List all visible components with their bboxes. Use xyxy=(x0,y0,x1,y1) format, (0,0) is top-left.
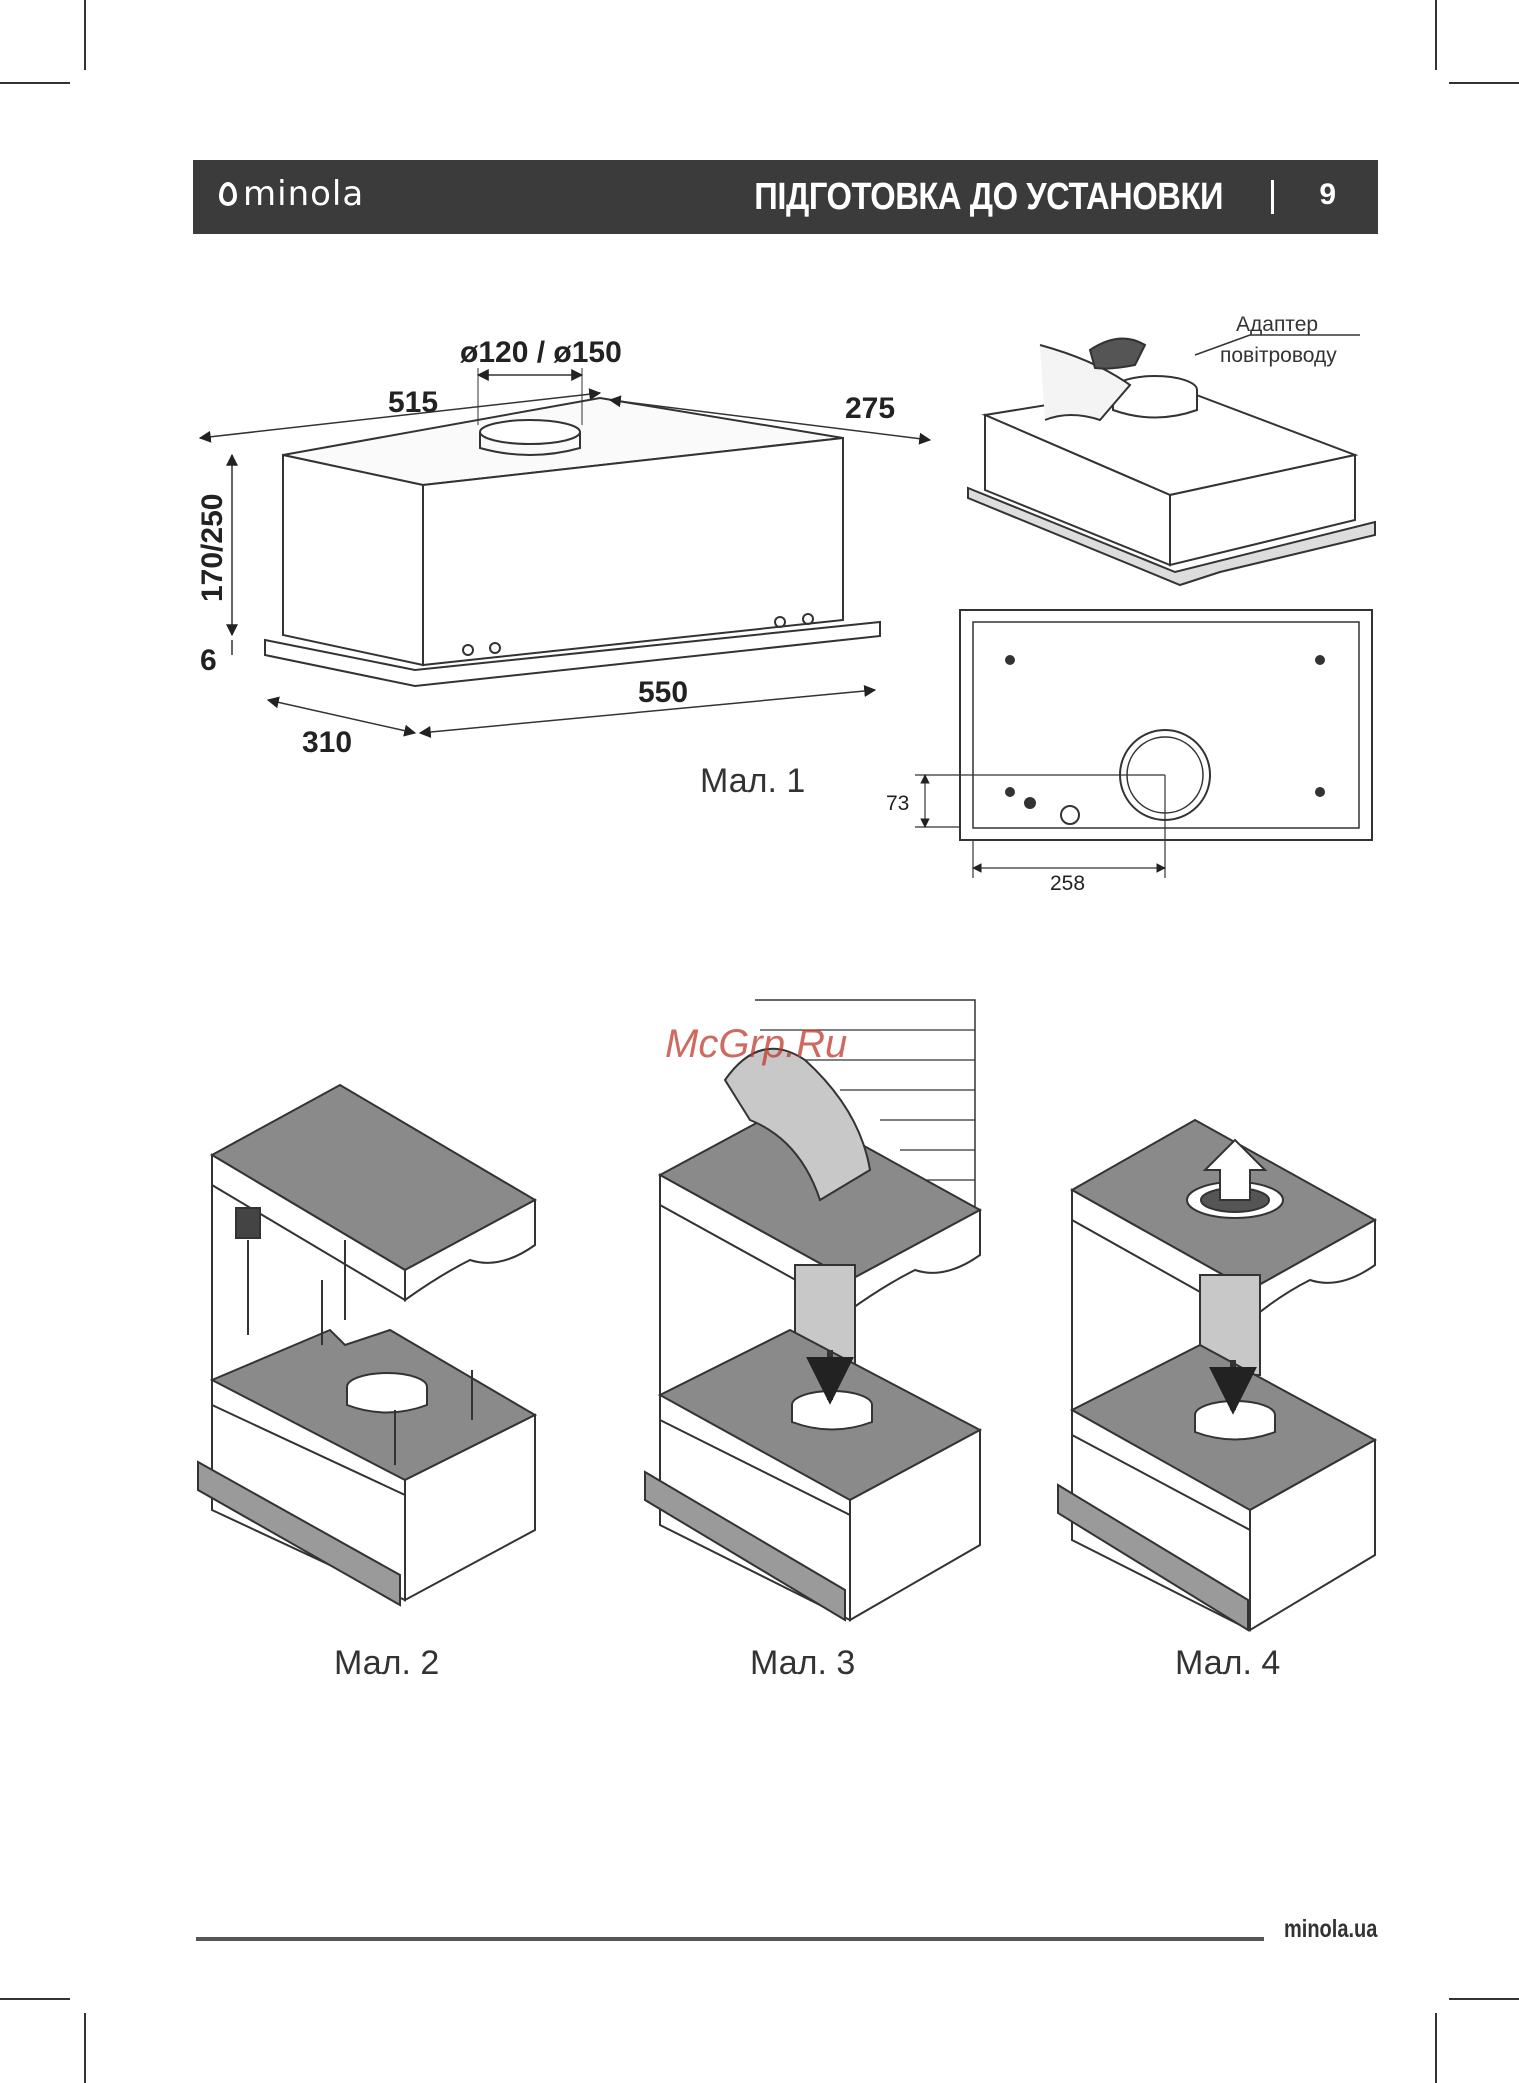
dim-depth-bottom-label: 310 xyxy=(302,726,352,759)
footer-rule xyxy=(196,1937,1264,1941)
watermark: McGrp.Ru xyxy=(665,1022,847,1066)
dim-offset-x-label: 258 xyxy=(1050,872,1085,895)
adapter-label-line2: повітроводу xyxy=(1220,344,1337,367)
duct-connection-drawing xyxy=(645,1000,980,1620)
dim-width-top-label: 515 xyxy=(388,386,438,419)
footer-website: minola.ua xyxy=(1284,1915,1377,1944)
dim-outlet-label: ø120 / ø150 xyxy=(460,336,622,369)
dim-base-label: 6 xyxy=(200,644,217,677)
dim-depth-top-label: 275 xyxy=(845,392,895,425)
exhaust-outlet-drawing xyxy=(1058,1120,1375,1630)
hood-bottom-view xyxy=(915,610,1372,878)
dim-height-label: 170/250 xyxy=(196,494,229,602)
hood-dimension-drawing xyxy=(200,368,930,733)
dim-width-bottom-label: 550 xyxy=(638,676,688,709)
cabinet-mounting-drawing xyxy=(198,1085,535,1605)
adapter-label-line1: Адаптер xyxy=(1236,313,1318,336)
figure1-caption: Мал. 1 xyxy=(700,762,805,800)
figure2-caption: Мал. 2 xyxy=(334,1644,439,1682)
figure3-caption: Мал. 3 xyxy=(750,1644,855,1682)
adapter-installation-drawing xyxy=(968,335,1375,585)
figure4-caption: Мал. 4 xyxy=(1175,1644,1280,1682)
dim-offset-y-label: 73 xyxy=(886,792,909,815)
